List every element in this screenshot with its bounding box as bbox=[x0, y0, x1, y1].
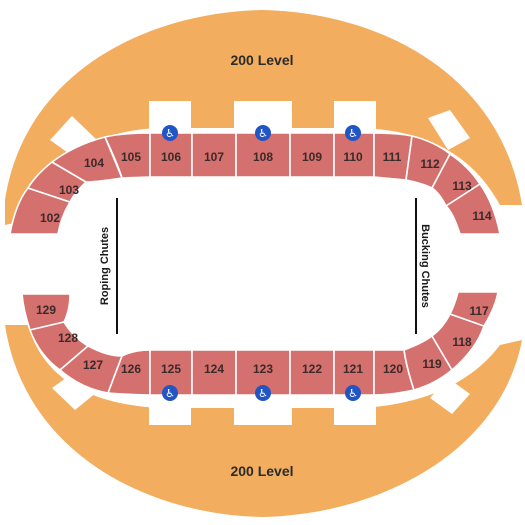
section-109[interactable] bbox=[289, 132, 335, 178]
entry-notch bbox=[234, 101, 292, 129]
entry-notch bbox=[428, 110, 470, 150]
section-125[interactable] bbox=[149, 349, 193, 396]
bucking-chutes-label: Bucking Chutes bbox=[419, 224, 431, 308]
accessible-seating-markers: ♿ ♿ ♿ ♿ ♿ ♿ bbox=[162, 125, 361, 401]
entry-notch bbox=[149, 101, 191, 129]
upper-entries-top bbox=[50, 101, 470, 160]
svg-text:♿: ♿ bbox=[348, 387, 358, 400]
section-122[interactable] bbox=[289, 349, 335, 396]
entry-notch bbox=[52, 372, 97, 410]
svg-text:♿: ♿ bbox=[258, 127, 268, 140]
lower-sections-bottom bbox=[21, 291, 499, 396]
wheelchair-icon: ♿ bbox=[255, 385, 271, 401]
section-124[interactable] bbox=[191, 349, 237, 396]
svg-text:♿: ♿ bbox=[165, 387, 175, 400]
svg-text:♿: ♿ bbox=[258, 387, 268, 400]
entry-notch bbox=[334, 101, 376, 129]
section-117[interactable] bbox=[449, 291, 499, 327]
upper-level-label-top: 200 Level bbox=[230, 52, 293, 68]
entry-notch bbox=[334, 397, 376, 425]
lower-sections-top bbox=[9, 132, 501, 235]
entry-notch bbox=[234, 397, 292, 425]
svg-text:♿: ♿ bbox=[348, 127, 358, 140]
section-107[interactable] bbox=[191, 132, 237, 178]
wheelchair-icon: ♿ bbox=[162, 125, 178, 141]
wheelchair-icon: ♿ bbox=[345, 125, 361, 141]
roping-chutes-label: Roping Chutes bbox=[99, 227, 111, 305]
wheelchair-icon: ♿ bbox=[345, 385, 361, 401]
entry-notch bbox=[430, 378, 470, 414]
upper-entries-bottom bbox=[52, 372, 470, 425]
svg-text:♿: ♿ bbox=[165, 127, 175, 140]
section-114[interactable] bbox=[445, 183, 501, 235]
upper-level-label-bottom: 200 Level bbox=[230, 463, 293, 479]
wheelchair-icon: ♿ bbox=[255, 125, 271, 141]
section-119[interactable] bbox=[403, 335, 453, 391]
wheelchair-icon: ♿ bbox=[162, 385, 178, 401]
entry-notch bbox=[149, 397, 191, 425]
